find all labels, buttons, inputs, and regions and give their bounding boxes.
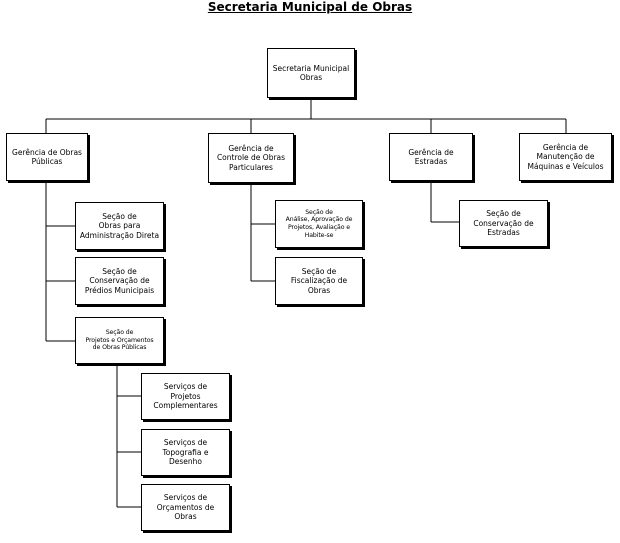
page-title: Secretaria Municipal de Obras [207,0,413,14]
node-gerencia-manutencao-maquinas: Gerência de Manutenção de Máquinas e Veí… [519,133,612,181]
node-secao-analise-aprovacao: Seção de Análise, Aprovação de Projetos,… [275,200,363,248]
node-gerencia-controle-obras: Gerência de Controle de Obras Particular… [208,133,294,183]
node-servicos-topografia-desenho: Serviços de Topografia e Desenho [141,429,230,476]
node-gerencia-obras-publicas: Gerência de Obras Públicas [6,133,88,181]
node-secao-administracao-direta: Seção de Obras para Administração Direta [75,202,164,250]
node-secretaria-municipal: Secretaria Municipal Obras [267,48,355,98]
node-secao-predios-municipais: Seção de Conservação de Prédios Municipa… [75,257,164,305]
node-servicos-projetos-complementares: Serviços de Projetos Complementares [141,373,230,420]
node-gerencia-estradas: Gerência de Estradas [389,133,473,181]
node-servicos-orcamentos-obras: Serviços de Orçamentos de Obras [141,484,230,531]
node-secao-conservacao-estradas: Seção de Conservação de Estradas [459,200,548,247]
node-secao-projetos-orcamentos: Seção de Projetos e Orçamentos de Obras … [75,317,164,364]
node-secao-fiscalizacao-obras: Seção de Fiscalização de Obras [275,257,363,305]
